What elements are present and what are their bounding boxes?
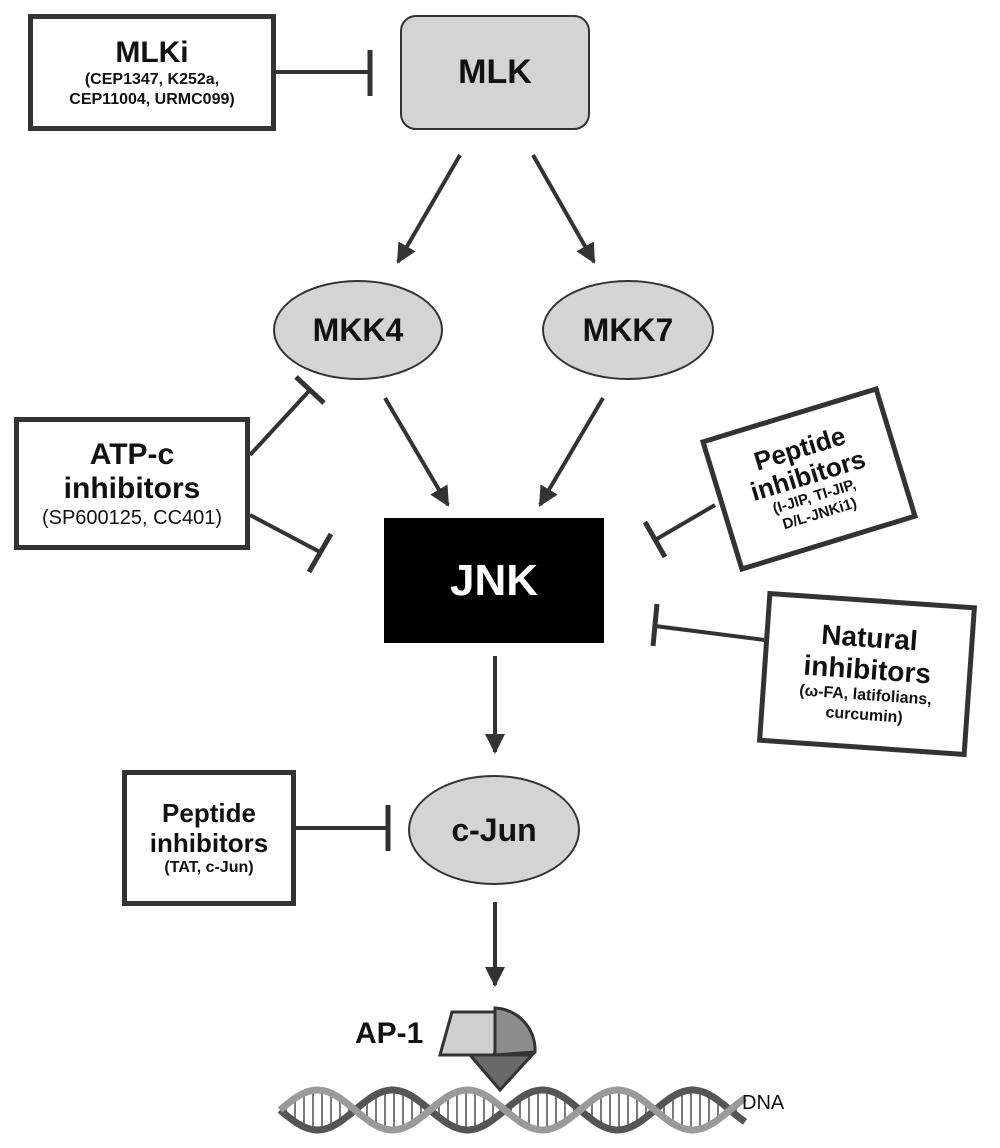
- cjun-label: c-Jun: [451, 811, 537, 848]
- cjun-node: c-Jun: [408, 775, 580, 885]
- peptide-cjun-inhibitor-box: Peptide inhibitors (TAT, c-Jun): [122, 770, 296, 906]
- arrow-mkk4-jnk: [383, 396, 450, 507]
- atpc-title-line1: ATP-c: [89, 437, 175, 471]
- jnk-label: JNK: [449, 555, 539, 605]
- mlki-inhibitor-box: MLKi (CEP1347, K252a, CEP11004, URMC099): [28, 14, 276, 131]
- inhibit-bar-jnk-left: [306, 532, 334, 574]
- mkk7-label: MKK7: [582, 311, 674, 348]
- mlk-label: MLK: [458, 53, 532, 91]
- ap1-label: AP-1: [355, 1017, 424, 1050]
- atpc-inhibitor-box: ATP-c inhibitors (SP600125, CC401): [14, 417, 250, 550]
- arrow-mlk-mkk4: [396, 153, 462, 264]
- inhibit-peptide-jnk: [653, 503, 717, 542]
- mkk7-node: MKK7: [542, 280, 714, 380]
- mlki-drugs-line2: CEP11004, URMC099): [69, 90, 235, 108]
- natural-drugs-line2: curcumin): [824, 704, 904, 727]
- arrow-mlk-mkk7: [531, 154, 596, 264]
- mlki-drugs-line1: (CEP1347, K252a,: [84, 70, 220, 88]
- ap1-complex-shapes: [438, 1006, 537, 1093]
- dna-strand-2: [277, 1086, 748, 1134]
- inhibit-atpc-mkk4: [248, 388, 312, 457]
- inhibit-atpc-jnk: [249, 513, 321, 554]
- mlk-node: MLK: [400, 15, 590, 130]
- peptide-cjun-title-line2: inhibitors: [149, 828, 269, 858]
- inhibit-bar-jnk-right: [642, 520, 668, 559]
- natural-inhibitor-box: Natural inhibitors (ω-FA, latifolians, c…: [756, 590, 978, 758]
- arrow-mkk7-jnk: [538, 396, 605, 507]
- dna-label: DNA: [742, 1092, 785, 1114]
- jnk-node: JNK: [384, 518, 604, 643]
- dna-helix: [277, 1086, 748, 1134]
- inhibit-bar-jnk-right2: [650, 603, 660, 647]
- ap1-jun-shape: [493, 1006, 537, 1057]
- mkk4-node: MKK4: [273, 280, 443, 380]
- atpc-title-line2: inhibitors: [63, 471, 201, 505]
- inhibit-bar-mkk4: [294, 375, 326, 405]
- inhibit-natural-jnk: [654, 624, 766, 642]
- atpc-drugs: (SP600125, CC401): [41, 506, 223, 529]
- peptide-cjun-drugs: (TAT, c-Jun): [164, 859, 254, 876]
- mkk4-label: MKK4: [312, 311, 404, 348]
- ap1-dna-binding-triangle: [466, 1053, 536, 1093]
- peptide-cjun-title-line1: Peptide: [162, 798, 256, 828]
- mlki-title: MLKi: [115, 35, 189, 69]
